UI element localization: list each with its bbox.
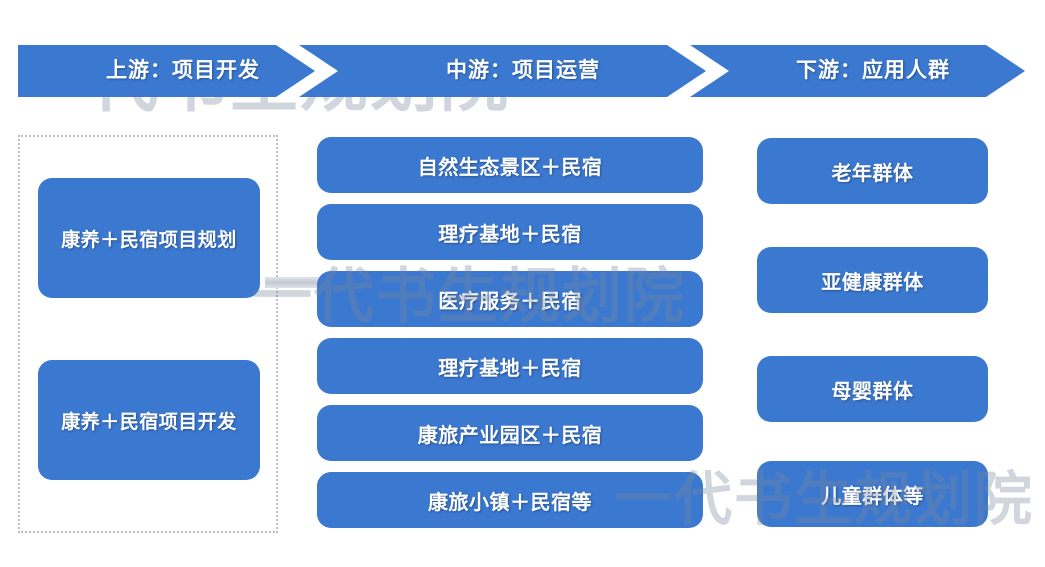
midstream-box-3[interactable]: 医疗服务＋民宿 xyxy=(317,271,703,327)
upstream-group-container xyxy=(18,135,278,533)
downstream-box-3[interactable]: 母婴群体 xyxy=(757,356,988,422)
midstream-box-1[interactable]: 自然生态景区＋民宿 xyxy=(317,137,703,193)
upstream-box-development[interactable]: 康养＋民宿项目开发 xyxy=(38,360,260,480)
midstream-box-5[interactable]: 康旅产业园区＋民宿 xyxy=(317,405,703,461)
upstream-box-planning[interactable]: 康养＋民宿项目规划 xyxy=(38,178,260,298)
upstream-midstream-connector xyxy=(265,277,321,288)
downstream-box-1[interactable]: 老年群体 xyxy=(757,138,988,204)
value-chain-banner xyxy=(18,45,1025,97)
downstream-box-4[interactable]: 儿童群体等 xyxy=(757,461,988,527)
midstream-box-4[interactable]: 理疗基地＋民宿 xyxy=(317,338,703,394)
downstream-box-2[interactable]: 亚健康群体 xyxy=(757,247,988,313)
midstream-box-2[interactable]: 理疗基地＋民宿 xyxy=(317,204,703,260)
midstream-box-6[interactable]: 康旅小镇＋民宿等 xyxy=(317,472,703,528)
